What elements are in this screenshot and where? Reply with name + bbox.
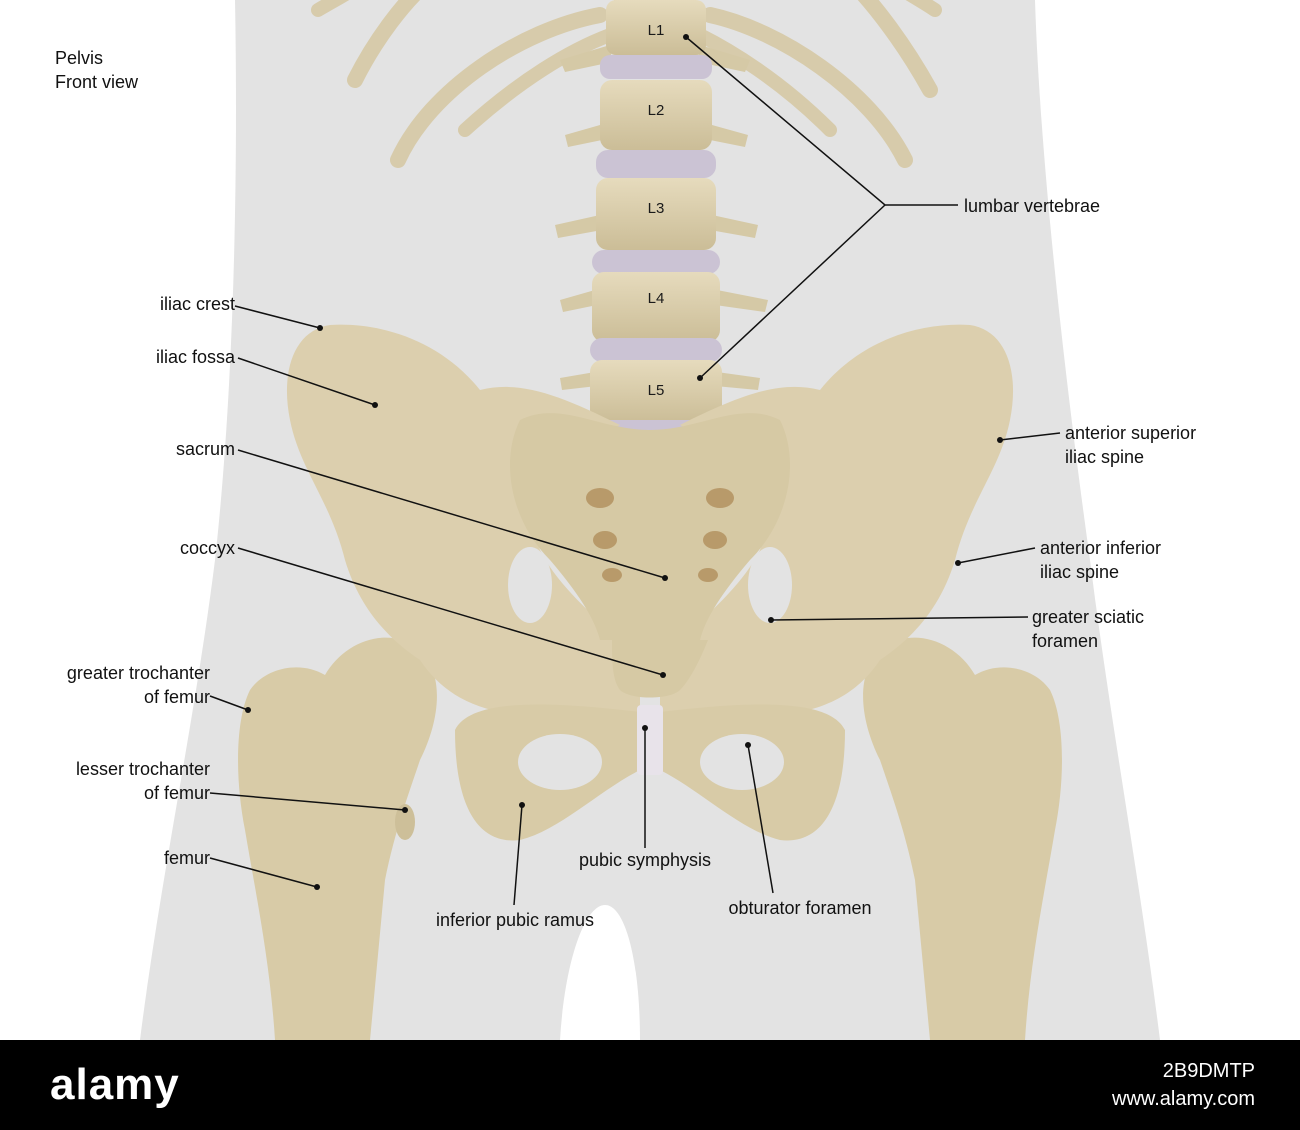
label-asis-line-2: iliac spine [1065, 447, 1145, 467]
sacral-foramina [586, 488, 734, 582]
label-asis: anterior superior iliac spine [1065, 421, 1196, 469]
label-iliac-fossa: iliac fossa [155, 347, 235, 367]
title-line-2: Front view [55, 72, 139, 92]
label-coccyx: coccyx [179, 538, 235, 558]
label-sacrum: sacrum [175, 439, 235, 459]
label-obturator-foramen: obturator foramen [728, 898, 872, 918]
target-dots [245, 34, 1003, 890]
label-gsf-line-1: greater sciatic [1032, 607, 1145, 627]
pubic-symphysis-cartilage [637, 705, 663, 775]
vertebra-label-l5: L5 [647, 382, 665, 399]
title-line-1: Pelvis [55, 48, 104, 68]
coccyx [612, 640, 708, 698]
label-greater-trochanter: greater trochanter of femur [67, 661, 210, 709]
right-greater-sciatic-foramen [748, 547, 792, 623]
label-aiis-line-2: iliac spine [1040, 562, 1120, 582]
label-gt-line-2: of femur [143, 687, 210, 707]
label-aiis: anterior inferior iliac spine [1040, 536, 1161, 584]
transverse-processes [555, 45, 768, 390]
pelvis-illustration [140, 0, 1160, 1040]
vertebra-label-l3: L3 [647, 200, 665, 217]
sacrum [510, 413, 790, 640]
label-aiis-line-1: anterior inferior [1040, 538, 1162, 558]
label-inferior-pubic-ramus: inferior pubic ramus [435, 910, 595, 930]
diagram-title: Pelvis Front view [55, 46, 138, 94]
alamy-logo: alamy [50, 1060, 180, 1109]
femurs [238, 637, 1062, 1040]
vertebra-label-l2: L2 [647, 102, 665, 119]
watermark-footer [0, 1040, 1300, 1130]
left-obturator-foramen [518, 734, 602, 790]
vertebra-label-l1: L1 [647, 22, 665, 39]
right-femur [863, 637, 1062, 1040]
label-gsf-line-2: foramen [1032, 631, 1099, 651]
vertebra-label-l4: L4 [647, 290, 665, 307]
right-obturator-foramen [700, 734, 784, 790]
site-url: www.alamy.com [1112, 1088, 1255, 1110]
pelvis [286, 324, 1014, 841]
leader-lines [209, 36, 1061, 906]
left-femur [238, 637, 437, 1040]
label-lt-line-1: lesser trochanter [75, 759, 210, 779]
ribs [311, 0, 942, 168]
label-iliac-crest: iliac crest [159, 294, 235, 314]
label-greater-sciatic-foramen: greater sciatic foramen [1032, 605, 1144, 653]
image-code: 2B9DMTP [1162, 1060, 1255, 1082]
label-lt-line-2: of femur [143, 783, 210, 803]
label-gt-line-1: greater trochanter [66, 663, 210, 683]
label-pubic-symphysis: pubic symphysis [578, 850, 712, 870]
left-greater-sciatic-foramen [508, 547, 552, 623]
label-asis-line-1: anterior superior [1065, 423, 1197, 443]
label-femur: femur [163, 848, 210, 868]
label-lumbar-vertebrae: lumbar vertebrae [964, 196, 1101, 216]
label-lesser-trochanter: lesser trochanter of femur [76, 757, 210, 805]
